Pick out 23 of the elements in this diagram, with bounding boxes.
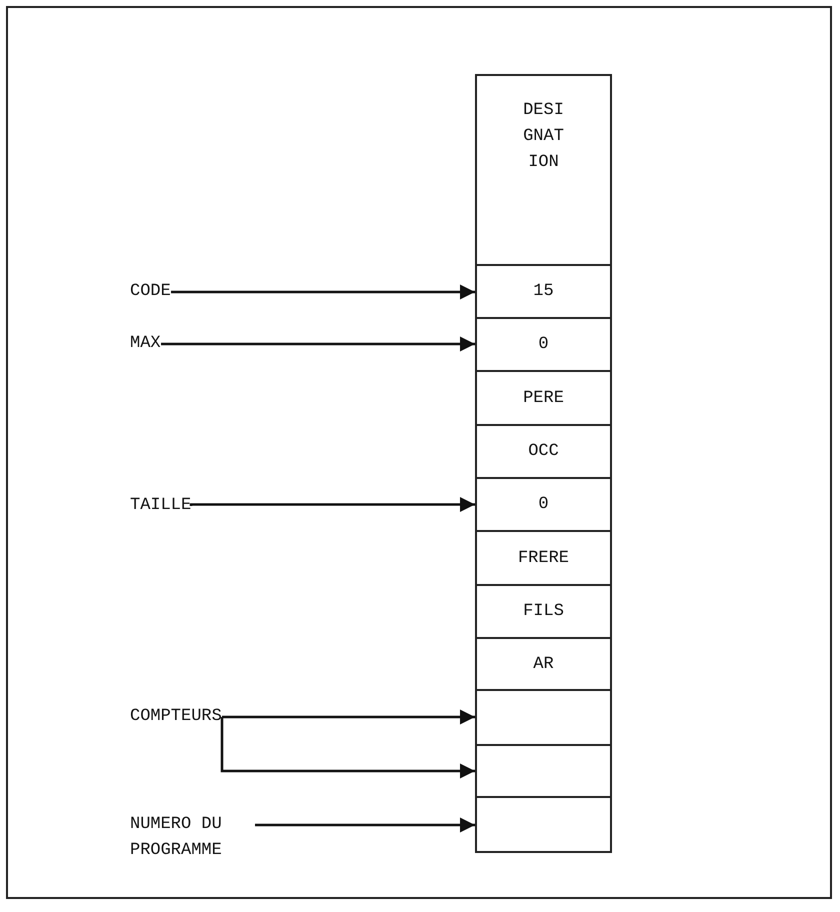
record-field: AR xyxy=(475,637,612,691)
field-label: NUMERO DU PROGRAMME xyxy=(130,812,255,864)
record-field: PERE xyxy=(475,370,612,426)
arrow xyxy=(222,710,475,724)
empty-record-field xyxy=(475,744,612,798)
record-field: 0 xyxy=(475,317,612,372)
record-field: 0 xyxy=(475,477,612,532)
empty-record-field xyxy=(475,689,612,746)
arrow xyxy=(171,284,475,300)
record-field: FILS xyxy=(475,584,612,639)
record-field: FRERE xyxy=(475,530,612,586)
empty-record-field xyxy=(475,796,612,853)
record-field: DESI GNAT ION xyxy=(475,74,612,266)
arrow xyxy=(255,818,475,832)
arrow xyxy=(190,497,475,512)
field-label: MAX xyxy=(130,331,161,357)
field-label: COMPTEURS xyxy=(130,704,222,730)
field-label: TAILLE xyxy=(130,493,192,519)
arrow xyxy=(161,336,475,352)
field-label: CODE xyxy=(130,279,171,305)
arrow xyxy=(220,717,475,778)
record-field: 15 xyxy=(475,264,612,319)
record-field: OCC xyxy=(475,424,612,479)
